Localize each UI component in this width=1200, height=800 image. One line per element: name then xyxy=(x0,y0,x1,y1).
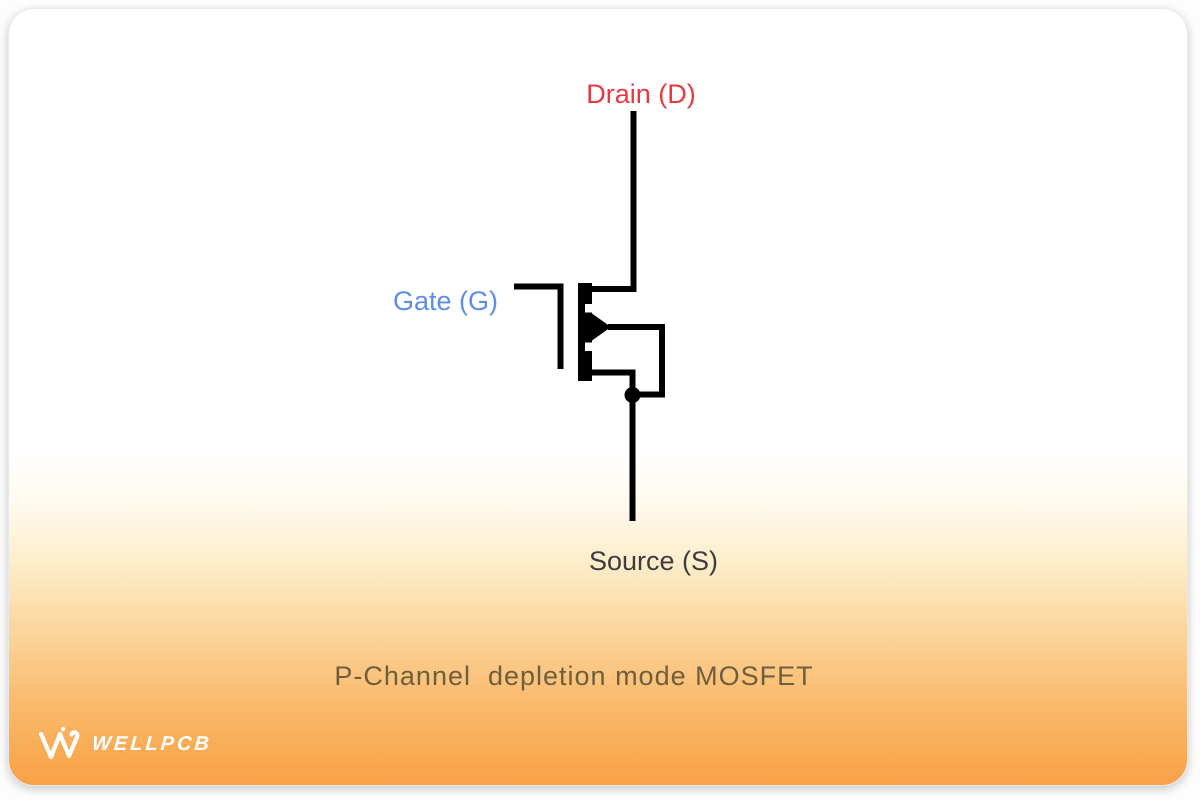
channel-segment-bottom xyxy=(578,351,592,381)
junction-dot xyxy=(624,387,641,403)
channel-segment-top xyxy=(578,283,592,304)
wellpcb-logo: WELLPCB xyxy=(37,725,213,763)
channel-segment-middle xyxy=(578,312,592,343)
p-channel-arrow-icon xyxy=(592,313,611,341)
channel-bar xyxy=(578,283,585,381)
diagram-caption: P-Channel depletion mode MOSFET xyxy=(334,661,814,691)
source-label: Source (S) xyxy=(588,546,719,576)
logo-text: WELLPCB xyxy=(91,732,213,755)
gate-wire xyxy=(514,283,564,369)
source-wire xyxy=(592,369,636,521)
gate-label: Gate (G) xyxy=(392,286,498,316)
diagram-card: Drain (D) Gate (G) Source (S) P-Channel … xyxy=(8,8,1188,786)
wellpcb-w-icon xyxy=(38,726,80,760)
drain-wire xyxy=(589,111,637,292)
body-loop-wire xyxy=(608,324,665,398)
drain-label: Drain (D) xyxy=(586,79,696,109)
